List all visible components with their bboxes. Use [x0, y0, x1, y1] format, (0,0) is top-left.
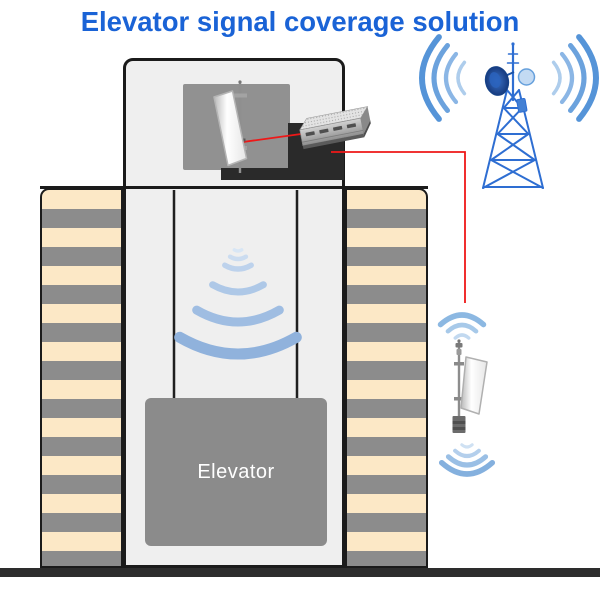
tower-waves-left-icon: [419, 34, 467, 122]
diagram-title: Elevator signal coverage solution: [80, 6, 520, 37]
donor-waves-up-icon: [437, 312, 487, 340]
tower-mast-tip: [511, 42, 515, 46]
elevator-car-label: Elevator: [197, 460, 275, 483]
tower-waves-right-icon: [551, 34, 599, 122]
elevator-car: Elevator: [145, 398, 327, 546]
donor-waves-down-icon: [438, 443, 496, 477]
donor-bracket-bottom: [454, 397, 464, 401]
tower-panel-antenna: [516, 97, 528, 113]
donor-bracket-top: [454, 362, 464, 366]
tower-lattice: [482, 42, 544, 189]
outdoor-donor-antenna-icon: [437, 312, 496, 477]
donor-antenna-radome: [460, 356, 488, 415]
building-top-edge: [40, 186, 428, 189]
tower-dish-inner: [489, 72, 501, 88]
donor-pole-cap: [457, 339, 461, 343]
donor-connector: [456, 349, 462, 355]
dish-feed-arm: [504, 71, 515, 77]
repeater-side-face: [360, 106, 371, 134]
ground-line: [0, 568, 600, 577]
building-right-wing: [345, 188, 428, 568]
tower-dish-icon: [484, 66, 510, 96]
donor-mount-base: [452, 416, 466, 433]
building-left-wing: [40, 188, 123, 568]
tower-drum-antenna: [517, 68, 536, 86]
donor-connector-top: [455, 343, 463, 348]
donor-mount-band: [452, 421, 466, 424]
cell-tower-icon: [419, 34, 599, 189]
repeater-port: [346, 123, 357, 129]
donor-mount-band: [452, 427, 466, 430]
repeater-base-side: [363, 120, 371, 138]
